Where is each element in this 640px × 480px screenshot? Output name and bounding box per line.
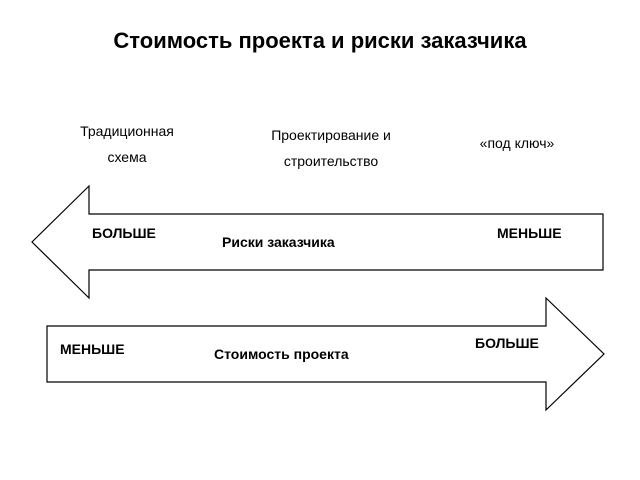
risk-arrow-label: Риски заказчика (222, 234, 335, 250)
category-design-build-line-1: Проектирование и (271, 127, 391, 143)
cost-right-value: БОЛЬШЕ (475, 335, 539, 351)
category-traditional: Традиционная схема (62, 118, 192, 170)
diagram-title: Стоимость проекта и риски заказчика (113, 28, 527, 53)
category-turnkey-line-1: «под ключ» (479, 135, 555, 151)
category-traditional-line-2: схема (107, 149, 147, 165)
risk-right-value: МЕНЬШЕ (497, 225, 562, 241)
cost-left-value: МЕНЬШЕ (60, 341, 125, 357)
category-design-build: Проектирование и строительство (246, 122, 416, 174)
risk-left-value: БОЛЬШЕ (92, 225, 156, 241)
cost-arrow-label: Стоимость проекта (214, 346, 349, 362)
category-design-build-line-2: строительство (283, 153, 379, 169)
category-traditional-line-1: Традиционная (80, 123, 174, 139)
category-turnkey: «под ключ» (452, 130, 582, 156)
risk-arrow-left (31, 184, 604, 300)
cost-arrow-right (46, 296, 605, 412)
